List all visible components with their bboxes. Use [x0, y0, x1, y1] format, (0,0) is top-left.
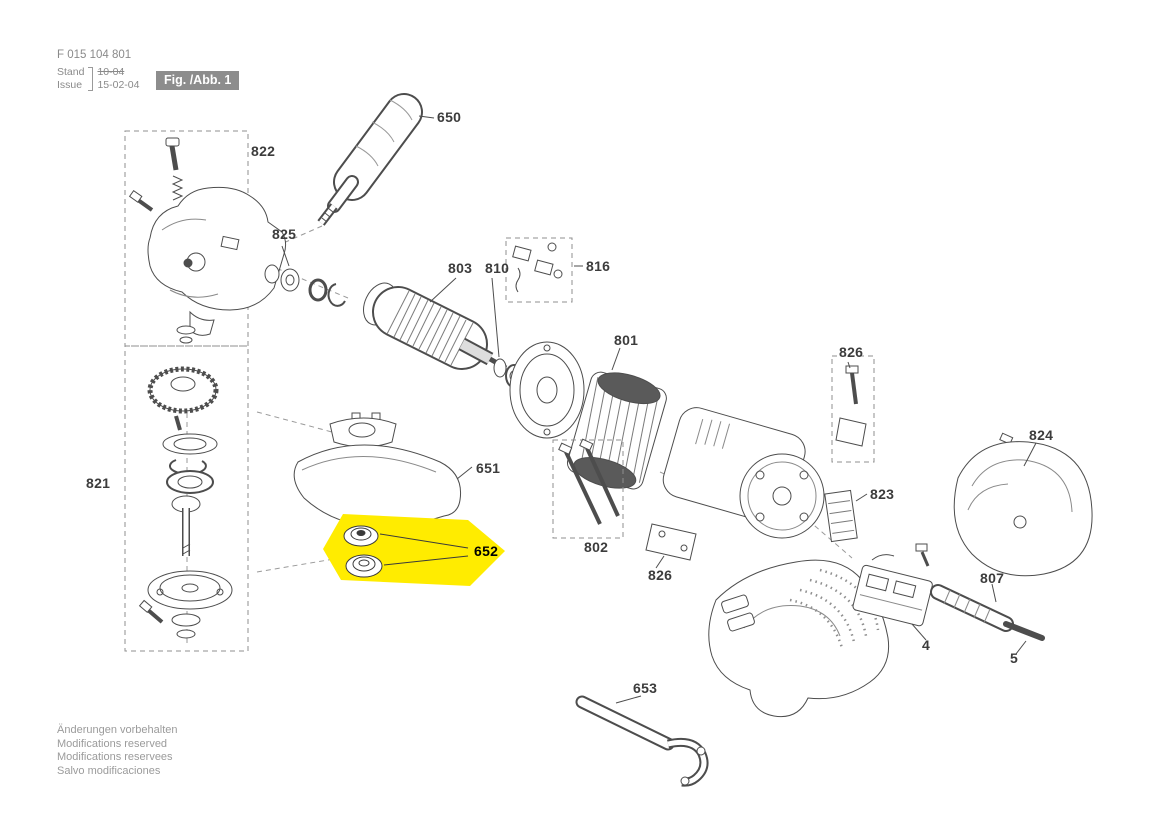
footer-line-de: Änderungen vorbehalten	[57, 724, 178, 736]
drawing-651-wheel-guard	[293, 412, 473, 528]
document-number: F 015 104 801	[57, 49, 132, 61]
drawing-5-cord	[1003, 621, 1045, 655]
part-label-5: 5	[1010, 650, 1019, 666]
part-label-650: 650	[437, 109, 462, 125]
issue-label: Issue	[57, 79, 83, 91]
footer-line-fr: Modifications reservees	[57, 751, 173, 763]
drawing-end-shield	[509, 341, 585, 439]
part-label-824: 824	[1029, 427, 1054, 443]
drawing-807-cord-guard	[915, 543, 1014, 632]
part-label-651: 651	[476, 460, 501, 476]
drawing-824-cover	[953, 432, 1093, 577]
drawing-822-gear-housing	[128, 137, 287, 344]
part-label-821: 821	[86, 475, 111, 491]
part-label-653: 653	[633, 680, 658, 696]
drawing-802-screws	[552, 438, 624, 539]
drawing-motor-housing	[662, 407, 825, 539]
part-label-652: 652	[474, 543, 499, 559]
stand-issue-block: Stand Issue 10-04 15-02-04	[57, 66, 139, 92]
drawing-821-spindle-group	[138, 366, 233, 639]
legal-footer: Änderungen vorbehalten Modifications res…	[57, 724, 177, 778]
part-label-822: 822	[251, 143, 276, 159]
issue-date: 15-02-04	[97, 79, 140, 91]
drawing-653-wrench	[575, 695, 709, 787]
drawing-803-armature	[363, 277, 508, 371]
part-label-810: 810	[485, 260, 510, 276]
part-label-801: 801	[614, 332, 639, 348]
drawing-652-flange-set	[323, 514, 505, 586]
part-label-826-bottom: 826	[648, 567, 673, 583]
drawing-826-plate	[645, 523, 697, 569]
bracket-glyph	[88, 67, 94, 91]
part-label-823: 823	[870, 486, 895, 502]
part-label-4: 4	[922, 637, 931, 653]
drawing-650-side-handle	[317, 93, 435, 226]
drawing-816-brush-parts	[505, 237, 583, 303]
part-label-816: 816	[586, 258, 611, 274]
stand-label: Stand	[57, 66, 85, 78]
stand-date: 10-04	[97, 66, 125, 78]
drawing-4-switch	[852, 554, 933, 641]
drawing-rear-handle	[708, 559, 890, 718]
part-label-807: 807	[980, 570, 1005, 586]
part-label-826-top: 826	[839, 344, 864, 360]
figure-badge: Fig. /Abb. 1	[156, 71, 240, 90]
drawing-823-capacitor	[824, 489, 868, 543]
part-label-802: 802	[584, 539, 609, 555]
part-label-825: 825	[272, 226, 297, 242]
group-box-821	[124, 345, 249, 652]
group-box-822	[124, 130, 249, 347]
part-label-803: 803	[448, 260, 473, 276]
footer-line-es: Salvo modificaciones	[57, 764, 161, 777]
drawing-826-clamp	[831, 355, 875, 463]
footer-line-en: Modifications reserved	[57, 737, 168, 750]
drawing-825-washers	[264, 245, 346, 307]
